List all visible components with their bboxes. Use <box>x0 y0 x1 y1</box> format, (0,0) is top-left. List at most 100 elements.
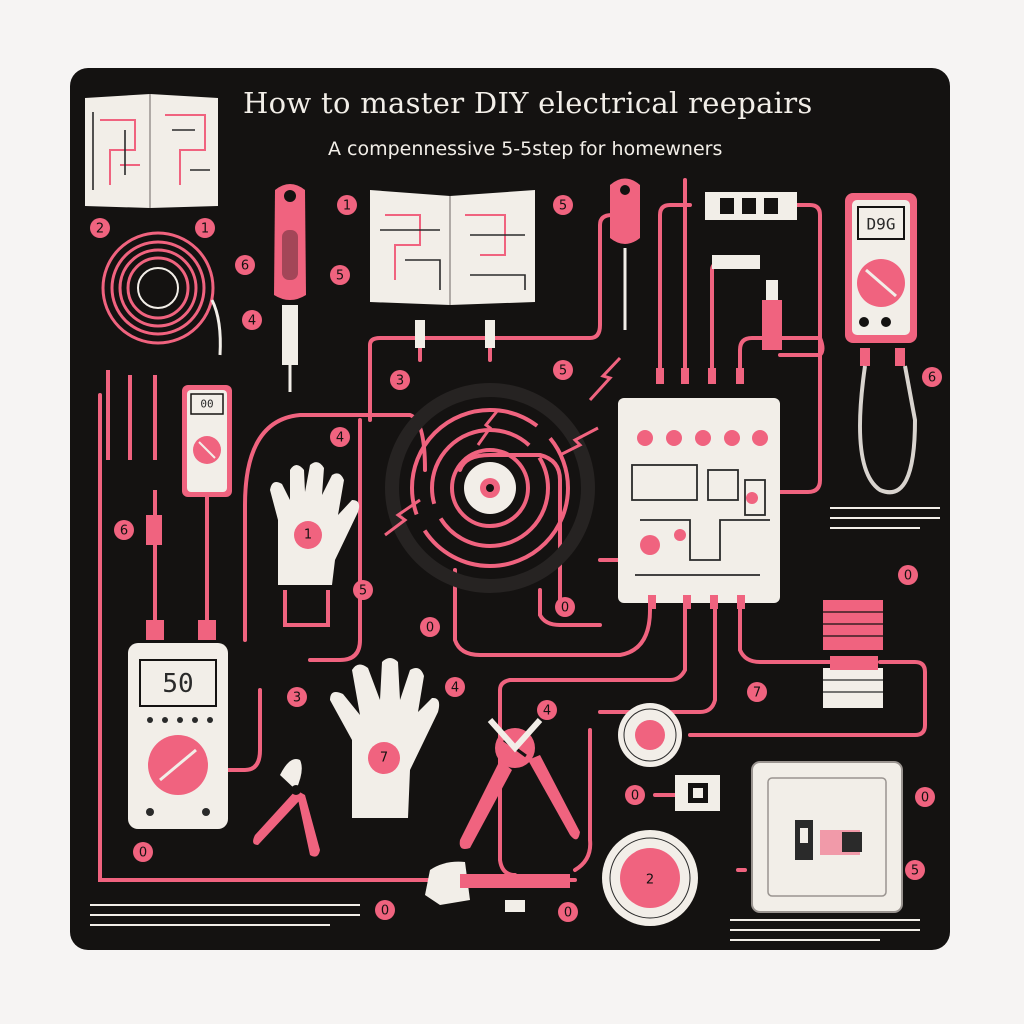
step-marker-dot <box>445 677 465 697</box>
step-marker-dot <box>553 360 573 380</box>
step-marker-label: 6 <box>241 259 249 274</box>
spool-icon <box>823 600 883 708</box>
screwdriver-icon <box>274 184 306 392</box>
step-marker: 6 <box>235 255 255 275</box>
wire-coil-icon <box>101 231 222 356</box>
step-marker-dot <box>90 218 110 238</box>
step-marker-label: 5 <box>559 199 567 214</box>
tape-label: 2 <box>646 873 654 888</box>
step-marker-dot <box>922 367 942 387</box>
step-marker: 3 <box>390 370 410 390</box>
step-marker-label: 5 <box>911 864 919 879</box>
step-marker-dot <box>390 370 410 390</box>
probe-handle <box>146 515 162 545</box>
glove-label: 7 <box>380 751 388 766</box>
step-marker-label: 0 <box>139 846 147 861</box>
tape-roll-icon <box>618 703 682 767</box>
step-marker-dot <box>555 597 575 617</box>
step-marker-dot <box>353 580 373 600</box>
step-marker: 4 <box>537 700 557 720</box>
step-marker-label: 3 <box>293 691 301 706</box>
step-marker-dot <box>898 565 918 585</box>
page-title: How to master DIY electrical reepairs <box>243 86 813 120</box>
step-marker-dot <box>235 255 255 275</box>
step-marker: 6 <box>922 367 942 387</box>
switch-icon <box>675 775 720 811</box>
step-marker-label: 5 <box>559 364 567 379</box>
step-marker: 1 <box>195 218 215 238</box>
hammer-icon <box>425 861 570 912</box>
step-marker: 0 <box>915 787 935 807</box>
step-marker: 6 <box>114 520 134 540</box>
step-marker: 7 <box>747 682 767 702</box>
step-marker-dot <box>537 700 557 720</box>
wire-stripper-icon <box>459 718 580 849</box>
step-marker-label: 4 <box>248 314 256 329</box>
step-marker-label: 0 <box>381 904 389 919</box>
wire-network <box>98 178 927 882</box>
step-marker-dot <box>553 195 573 215</box>
step-marker-dot <box>242 310 262 330</box>
step-marker-dot <box>195 218 215 238</box>
outlet-box-icon <box>751 761 903 913</box>
step-marker-label: 4 <box>543 704 551 719</box>
manual-icon <box>85 94 218 208</box>
step-marker: 5 <box>553 360 573 380</box>
step-marker-dot <box>905 860 925 880</box>
step-marker-label: 1 <box>201 222 209 237</box>
step-marker: 0 <box>375 900 395 920</box>
step-marker-label: 2 <box>96 222 104 237</box>
step-marker-label: 4 <box>451 681 459 696</box>
step-marker: 5 <box>353 580 373 600</box>
step-marker-label: 0 <box>564 906 572 921</box>
step-marker-label: 6 <box>928 371 936 386</box>
step-marker: 0 <box>898 565 918 585</box>
step-marker: 5 <box>330 265 350 285</box>
step-marker: 1 <box>337 195 357 215</box>
tape-roll-icon: 2 <box>602 830 698 926</box>
page-subtitle: A compennessive 5-5step for homewners <box>328 138 723 160</box>
step-marker: 4 <box>330 427 350 447</box>
step-marker-dot <box>420 617 440 637</box>
step-marker: 5 <box>553 195 573 215</box>
pliers-icon <box>253 759 320 857</box>
step-marker-label: 1 <box>343 199 351 214</box>
step-marker: 5 <box>905 860 925 880</box>
spark-icon <box>384 356 622 537</box>
step-marker-dot <box>114 520 134 540</box>
step-marker-dot <box>625 785 645 805</box>
screwdriver-icon <box>610 178 640 330</box>
glove-label: 1 <box>304 528 312 543</box>
multimeter-icon: D9G <box>845 193 918 495</box>
circuit-panel-icon <box>618 368 780 609</box>
step-marker-dot <box>133 842 153 862</box>
step-marker-label: 0 <box>921 791 929 806</box>
multimeter-icon: 50 <box>128 643 228 829</box>
step-marker: 2 <box>90 218 110 238</box>
multimeter-icon: 00 <box>182 385 232 640</box>
step-marker-dot <box>330 265 350 285</box>
step-marker: 0 <box>555 597 575 617</box>
fuse-assembly-icon <box>705 192 797 350</box>
step-marker-dot <box>747 682 767 702</box>
step-marker-label: 0 <box>561 601 569 616</box>
step-marker-label: 5 <box>336 269 344 284</box>
step-marker: 3 <box>287 687 307 707</box>
step-marker-dot <box>915 787 935 807</box>
meter-readout: 50 <box>162 669 193 699</box>
step-marker: 0 <box>625 785 645 805</box>
step-marker-dot <box>558 902 578 922</box>
step-marker-dot <box>375 900 395 920</box>
step-marker-dot <box>287 687 307 707</box>
step-marker-label: 4 <box>336 431 344 446</box>
step-marker-label: 7 <box>753 686 761 701</box>
test-probe-icon <box>106 370 157 640</box>
step-marker-dot <box>330 427 350 447</box>
step-marker: 0 <box>420 617 440 637</box>
step-marker-label: 3 <box>396 374 404 389</box>
probe-handle <box>146 620 164 640</box>
glove-icon: 7 <box>330 658 440 818</box>
step-marker: 0 <box>558 902 578 922</box>
